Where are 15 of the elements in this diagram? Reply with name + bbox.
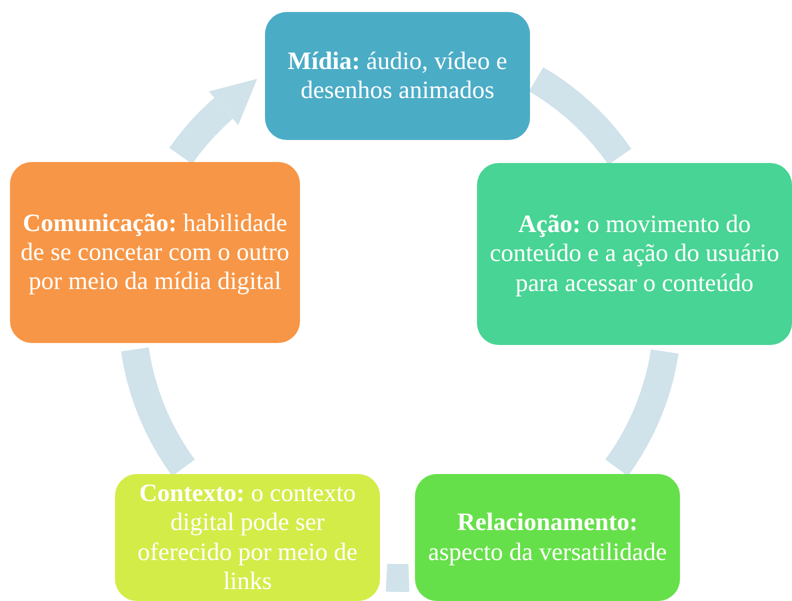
step-text: Ação: o movimento do conteúdo e a ação do usuário para acessar o conteúdo xyxy=(488,210,780,298)
cycle-arrow xyxy=(170,78,256,164)
connector-arc xyxy=(121,346,196,476)
step-box xyxy=(477,163,792,345)
step-box xyxy=(10,162,300,343)
step-text: Contexto: o contexto digital pode ser oferecido por meio de links xyxy=(136,479,359,596)
step-box xyxy=(415,474,680,601)
step-text: Relacionamento: aspecto da versatilidade xyxy=(427,508,668,567)
step-box xyxy=(115,474,380,601)
step-text: Mídia: áudio, vídeo e desenhos animados xyxy=(286,46,508,106)
step-text: Comunicação: habilidade de se concetar com o outro por meio da mídia digital xyxy=(20,208,290,296)
connector-arc xyxy=(528,68,631,166)
connector-arc xyxy=(604,348,678,476)
step-box xyxy=(265,12,530,140)
connector-arc xyxy=(386,564,410,592)
